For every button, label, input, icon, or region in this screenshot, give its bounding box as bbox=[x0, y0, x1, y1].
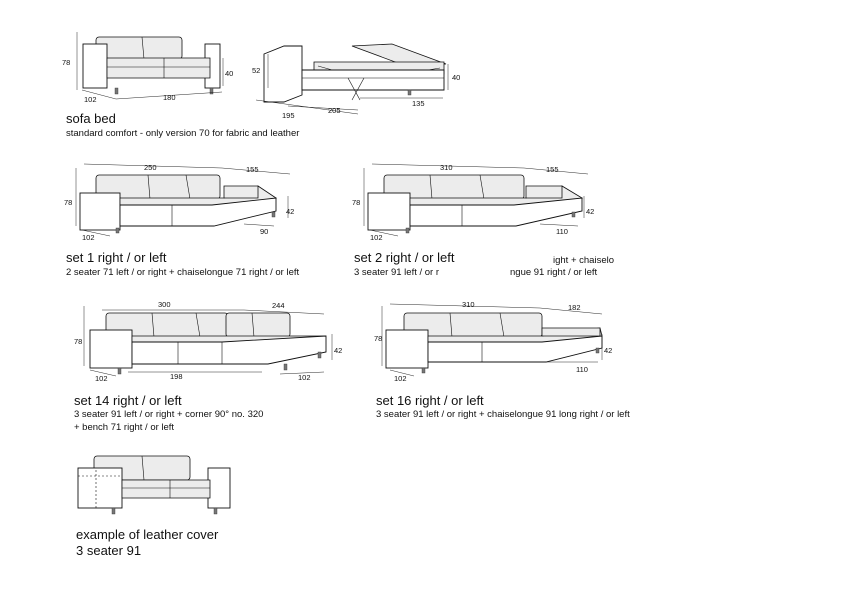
set1-depth-label: 102 bbox=[82, 233, 95, 242]
sofa-bed-drawing: 78 40 102 180 bbox=[62, 32, 233, 104]
set14-description-line1: 3 seater 91 left / or right + corner 90°… bbox=[74, 409, 264, 420]
set16-description: 3 seater 91 left / or right + chaiselong… bbox=[376, 409, 630, 420]
set16-chaise-leg-label: 110 bbox=[576, 365, 588, 374]
set14-title: set 14 right / or left bbox=[74, 393, 182, 408]
sofa-bed-open-drawing: 52 40 205 195 135 bbox=[252, 43, 460, 120]
set14-width-label: 300 bbox=[158, 300, 171, 309]
set1-title: set 1 right / or left bbox=[66, 250, 167, 265]
sofa-bed-depth-label: 102 bbox=[84, 95, 97, 104]
leather-cover-subtitle: 3 seater 91 bbox=[76, 543, 142, 558]
set2-description-a: 3 seater 91 left / or r bbox=[354, 267, 440, 278]
set16-width-label: 310 bbox=[462, 300, 475, 309]
set16-seat-height-label: 42 bbox=[604, 346, 612, 355]
set16-drawing: 78 310 182 42 102 110 bbox=[374, 300, 612, 383]
set14-bench-length-label: 198 bbox=[170, 372, 183, 381]
set2-title: set 2 right / or left bbox=[354, 250, 455, 265]
sofa-bed-open-seat-label: 40 bbox=[452, 73, 460, 82]
set1-chaise-leg-label: 90 bbox=[260, 227, 268, 236]
set1-drawing: 78 250 155 42 102 90 bbox=[64, 163, 294, 242]
set2-seat-height-label: 42 bbox=[586, 207, 594, 216]
set2-chaise-width-label: 155 bbox=[546, 165, 559, 174]
set1-height-label: 78 bbox=[64, 198, 72, 207]
set1-chaise-width-label: 155 bbox=[246, 165, 259, 174]
set14-corner-width-label: 244 bbox=[272, 301, 285, 310]
set2-drawing: 78 310 155 42 102 110 bbox=[352, 163, 594, 242]
leather-cover-title: example of leather cover bbox=[76, 527, 219, 542]
set14-description-line2: + bench 71 right / or left bbox=[74, 422, 175, 433]
leather-cover-drawing bbox=[77, 455, 231, 515]
set2-width-label: 310 bbox=[440, 163, 453, 172]
set14-seat-height-label: 42 bbox=[334, 346, 342, 355]
set1-description: 2 seater 71 left / or right + chaiselong… bbox=[66, 267, 300, 278]
sofa-bed-seat-height-label: 40 bbox=[225, 69, 233, 78]
set16-chaise-width-label: 182 bbox=[568, 303, 581, 312]
set16-depth-label: 102 bbox=[394, 374, 407, 383]
sofa-bed-open-height-label: 52 bbox=[252, 66, 260, 75]
set1-seat-height-label: 42 bbox=[286, 207, 294, 216]
sofa-bed-height-label: 78 bbox=[62, 58, 70, 67]
set2-description-b: ight + chaiselo bbox=[553, 255, 614, 266]
set14-drawing: 78 300 244 42 102 198 102 bbox=[74, 300, 342, 383]
sofa-bed-open-width: 135 bbox=[412, 99, 425, 108]
sofa-bed-open-length-a: 205 bbox=[328, 106, 341, 115]
set16-title: set 16 right / or left bbox=[376, 393, 484, 408]
set14-bench-depth-label: 102 bbox=[298, 373, 311, 382]
sofa-bed-description: standard comfort - only version 70 for f… bbox=[66, 128, 300, 139]
set14-depth-label: 102 bbox=[95, 374, 108, 383]
set2-depth-label: 102 bbox=[370, 233, 383, 242]
set16-height-label: 78 bbox=[374, 334, 382, 343]
set2-chaise-leg-label: 110 bbox=[556, 227, 568, 236]
sofa-bed-open-length-b: 195 bbox=[282, 111, 295, 120]
set2-height-label: 78 bbox=[352, 198, 360, 207]
set14-height-label: 78 bbox=[74, 337, 82, 346]
set2-description-c: ngue 91 right / or left bbox=[510, 267, 598, 278]
set1-width-label: 250 bbox=[144, 163, 157, 172]
sofa-bed-width-label: 180 bbox=[163, 93, 176, 102]
sofa-bed-title: sofa bed bbox=[66, 111, 116, 126]
